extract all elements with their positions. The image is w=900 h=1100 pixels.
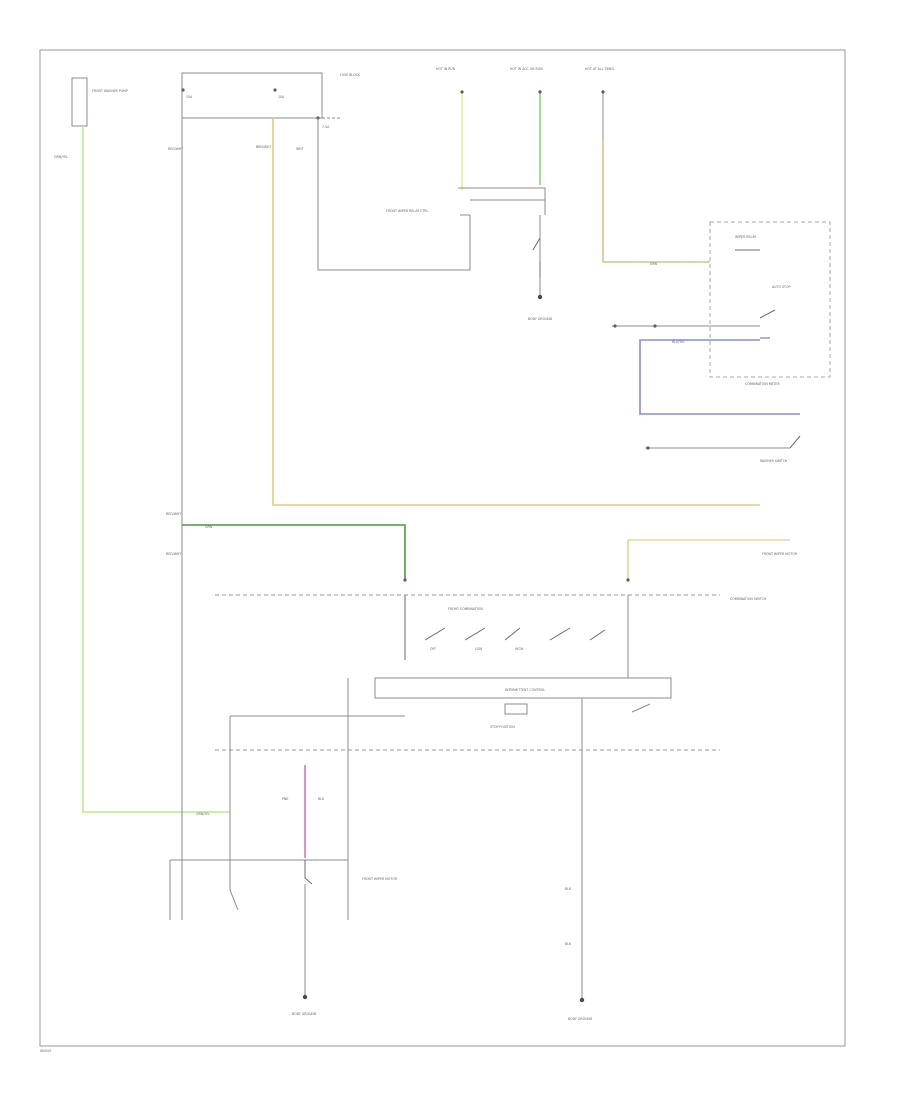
hot-all-label: HOT AT ALL TIMES [585,67,614,71]
wire-label-blk-2: BLK [565,887,572,891]
ground-right-label: BODY GROUND [568,1017,593,1021]
combination-switch-label: COMBINATION SWITCH [730,597,767,601]
diagram-frame [39,49,846,1047]
wire-label-grn-3: GRN [205,525,213,529]
relay-coil [504,703,528,715]
hot-run-label: HOT IN RUN [436,67,456,71]
combination-meter-box [709,221,831,378]
relay-control-lines [458,187,546,216]
auto-stop-label: AUTO STOP [772,285,790,289]
intermittent-control-box [374,677,672,699]
footer-code: W0000 [40,1049,51,1053]
wire-label-blk-1: BLK [318,797,325,801]
washer-switch-symbol [789,435,801,449]
wire-label-brn-1: BRN/WHT [256,145,271,149]
ground-left [302,994,308,1000]
wire-label-grn-yel-2: GRN/YEL [196,812,210,816]
wire-grey-c [317,118,471,271]
fuse-a-label: 15A [186,95,193,99]
wire-grey-lower-left [229,716,239,911]
intermittent-lower [230,678,651,1000]
wiper-relay-label: WIPER RELAY [735,235,756,239]
meter-relay-contacts [735,249,776,339]
motor-connector [169,859,348,920]
relay-switch-symbol [532,237,541,278]
wire-orange [272,118,760,506]
wire-label-grn-2: GRN [650,262,658,266]
fuse-block-box [181,72,323,119]
wire-label-red-1: RED/WHT [168,147,183,151]
fuse-block-label: FUSE BLOCK [340,73,361,77]
ground-center [537,294,543,300]
ground-right [579,997,585,1003]
fuse-c-label: 7.5A [322,125,330,129]
intermittent-control-label: INTERMITTENT CONTROL [505,688,545,692]
wire-label-blk-3: BLK [565,942,572,946]
wire-label-blu: BLU/YEL [672,340,685,344]
wire-label-red-2: RED/WHT [166,512,181,516]
front-wiper-motor-label: FRONT WIPER MOTOR [762,552,798,556]
front-washer-pump-label: FRONT WASHER PUMP [92,89,128,93]
switch-off-label: OFF [430,647,436,651]
relay-ctrl-label: FRONT WIPER RELAY CTRL [386,209,429,213]
wire-label-pnk: PNK [282,797,289,801]
switch-high-label: HIGH [515,647,524,651]
ground-center-label: BODY GROUND [528,317,553,321]
wire-blue [639,339,800,415]
wire-label-grn-yel-1: GRN/YEL [54,155,68,159]
combination-meter-label: COMBINATION METER [745,382,780,386]
switch-low-label: LOW [475,647,483,651]
wire-label-red-3: RED/WHT [166,552,181,556]
wire-tan-right [602,140,710,263]
ground-left-label: BODY GROUND [292,1012,317,1016]
washer-switch-label: WASHER SWITCH [760,459,788,463]
wire-orange-lower [627,539,790,580]
wire-grn-yel-left [82,126,230,813]
front-combination-label: FRONT COMBINATION [448,607,483,611]
motor-label: FRONT WIPER MOTOR [362,877,398,881]
fuse-b-label: 10A [278,95,285,99]
switch-contacts [404,595,606,660]
wire-green-mid [182,524,406,580]
hot-acc-label: HOT IN ACC OR RUN [510,67,543,71]
stop-position-label: STOP POSITION [490,725,515,729]
wire-label-wht-1: WHT [296,147,304,151]
motor-switch [304,860,313,885]
front-washer-pump-box [71,77,88,127]
